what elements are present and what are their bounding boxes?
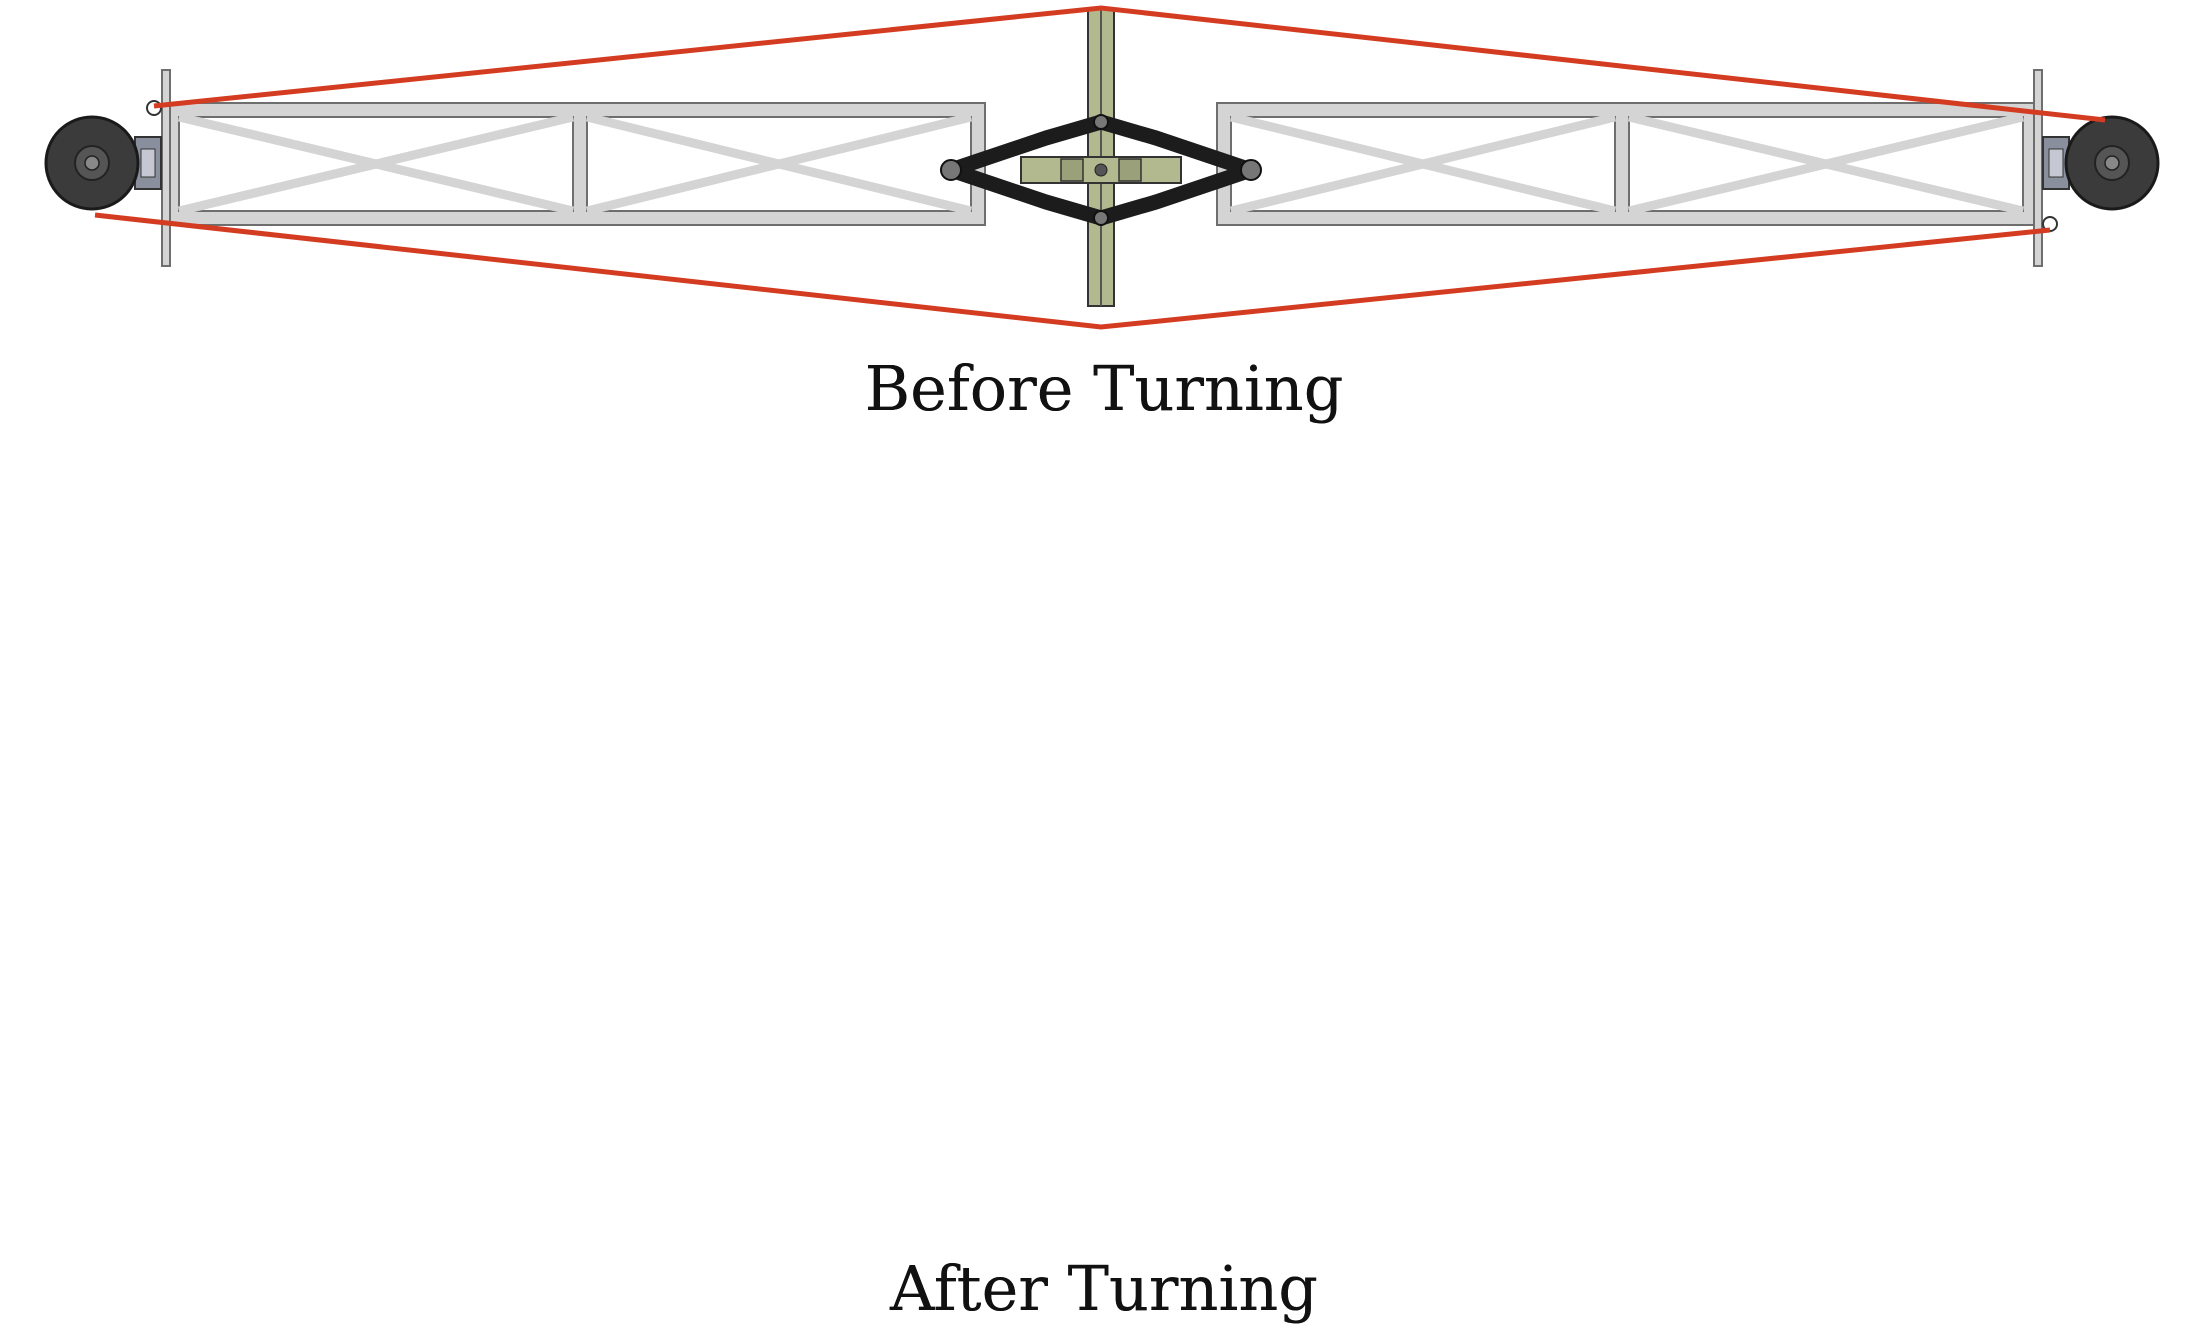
before-left-wheel: [44, 115, 140, 211]
before-assembly: [44, 5, 2160, 330]
before-top-cable: [153, 5, 2106, 123]
before-left-truss: [161, 69, 986, 267]
caption-before-turning-text: Before Turning: [864, 352, 1344, 425]
caption-after-turning: After Turning: [890, 1252, 1318, 1325]
before-right-truss: [1216, 69, 2043, 267]
before-right-wheel: [2064, 115, 2160, 211]
caption-before-turning: Before Turning: [864, 352, 1344, 425]
before-bottom-cable: [94, 212, 2051, 330]
caption-after-turning-text: After Turning: [890, 1252, 1318, 1325]
